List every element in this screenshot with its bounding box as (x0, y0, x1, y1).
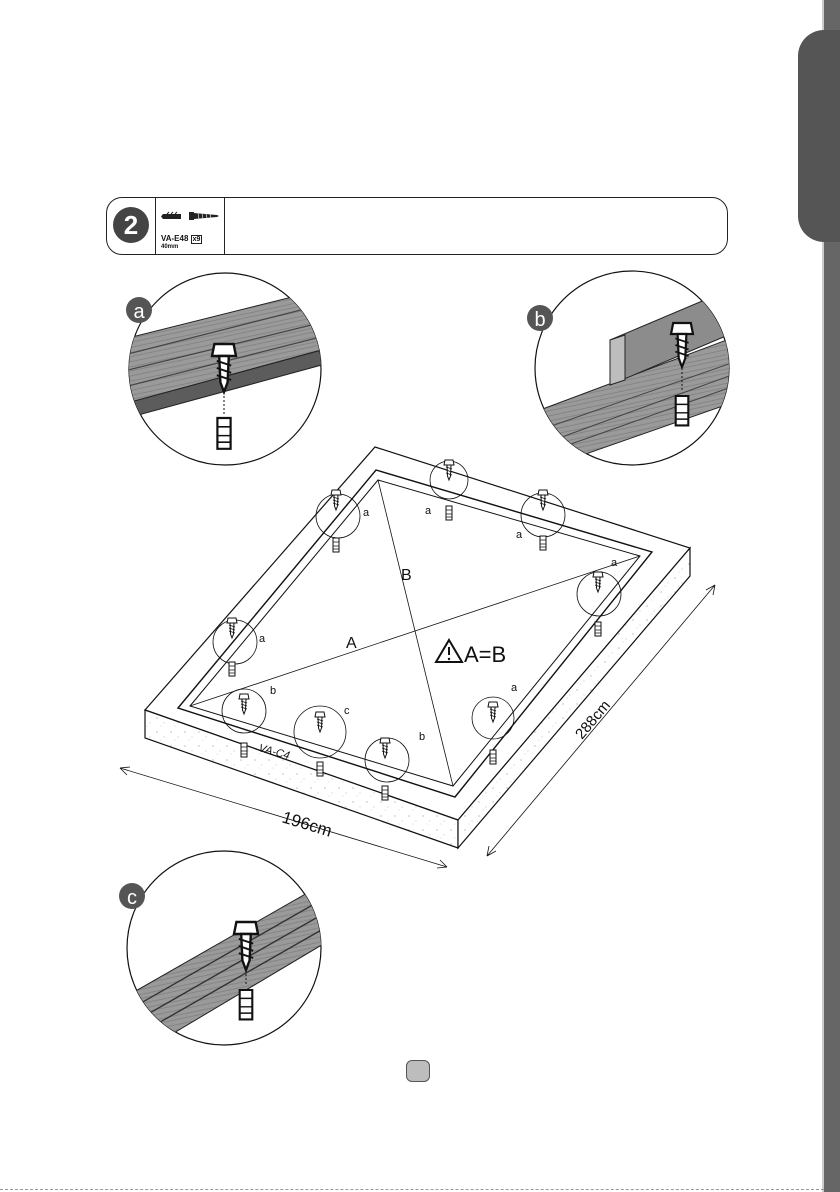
bottom-rule (0, 1189, 824, 1190)
svg-text:a: a (363, 507, 370, 519)
svg-text:a: a (516, 529, 523, 541)
callout-badge-a: a (126, 297, 152, 323)
svg-text:a: a (611, 557, 618, 569)
detail-b (535, 271, 740, 470)
svg-text:c: c (127, 887, 137, 909)
svg-text:A: A (346, 635, 357, 652)
callout-badge-c: c (119, 883, 145, 909)
svg-text:a: a (259, 633, 266, 645)
detail-a (120, 273, 340, 465)
callout-badge-b: b (527, 305, 553, 331)
svg-text:A=B: A=B (464, 642, 506, 667)
svg-text:b: b (270, 685, 276, 697)
svg-text:b: b (419, 731, 425, 743)
svg-text:a: a (511, 682, 518, 694)
svg-text:b: b (534, 309, 545, 331)
svg-text:196cm: 196cm (280, 808, 334, 841)
detail-c (120, 851, 330, 1065)
page-number-badge (406, 1060, 430, 1082)
concrete-base (145, 447, 690, 848)
svg-text:c: c (344, 705, 350, 717)
svg-text:a: a (425, 505, 432, 517)
equation-warning: A=B (436, 640, 506, 667)
svg-text:B: B (401, 567, 412, 584)
svg-text:a: a (133, 301, 145, 323)
